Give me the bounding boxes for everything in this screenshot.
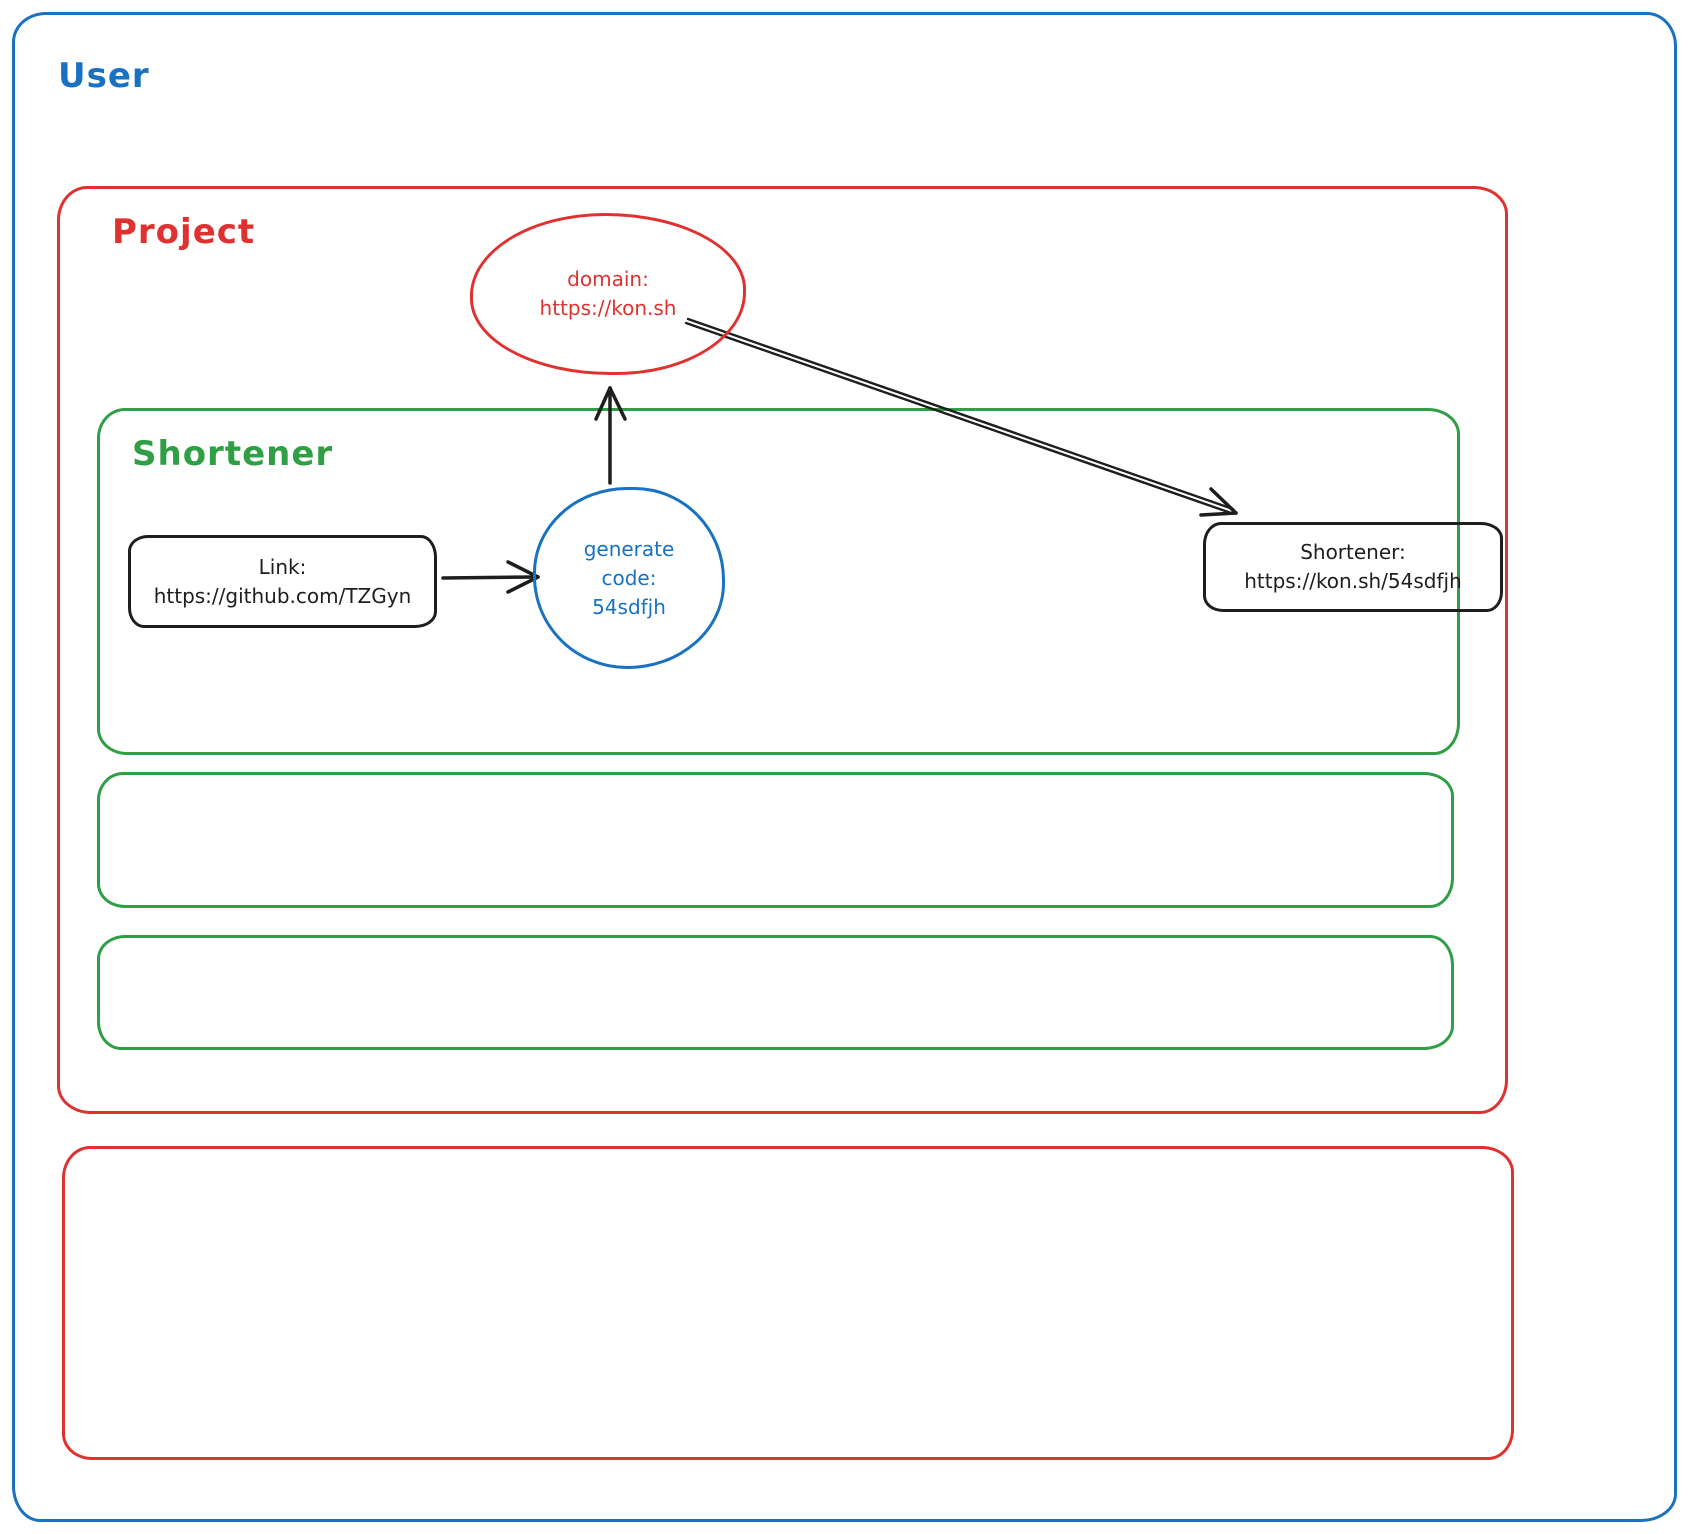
domain-node-url: https://kon.sh — [539, 296, 677, 320]
shortener-result-url: https://kon.sh/54sdfjh — [1244, 569, 1462, 593]
link-node[interactable]: Link: https://github.com/TZGyn — [128, 535, 437, 628]
generate-code-value: 54sdfjh — [592, 594, 666, 619]
project-empty-row-2[interactable] — [97, 935, 1454, 1050]
shortener-result-node[interactable]: Shortener: https://kon.sh/54sdfjh — [1203, 522, 1503, 612]
domain-node[interactable]: domain: https://kon.sh — [470, 213, 746, 375]
project-container-box[interactable] — [57, 186, 1508, 1114]
link-node-title: Link: — [258, 554, 307, 579]
shortener-label: Shortener — [132, 434, 334, 474]
domain-node-title: domain: — [567, 267, 649, 291]
user-label: User — [58, 56, 150, 96]
link-node-url: https://github.com/TZGyn — [153, 583, 412, 608]
shortener-result-title: Shortener: — [1300, 540, 1406, 564]
project-label: Project — [112, 212, 256, 252]
generate-code-line2: code: — [601, 565, 657, 590]
generate-code-node[interactable]: generate code: 54sdfjh — [533, 487, 725, 669]
user-container-box[interactable] — [12, 12, 1677, 1522]
generate-code-line1: generate — [583, 536, 675, 561]
project-empty-row-1[interactable] — [97, 772, 1454, 908]
user-empty-row[interactable] — [62, 1146, 1514, 1460]
